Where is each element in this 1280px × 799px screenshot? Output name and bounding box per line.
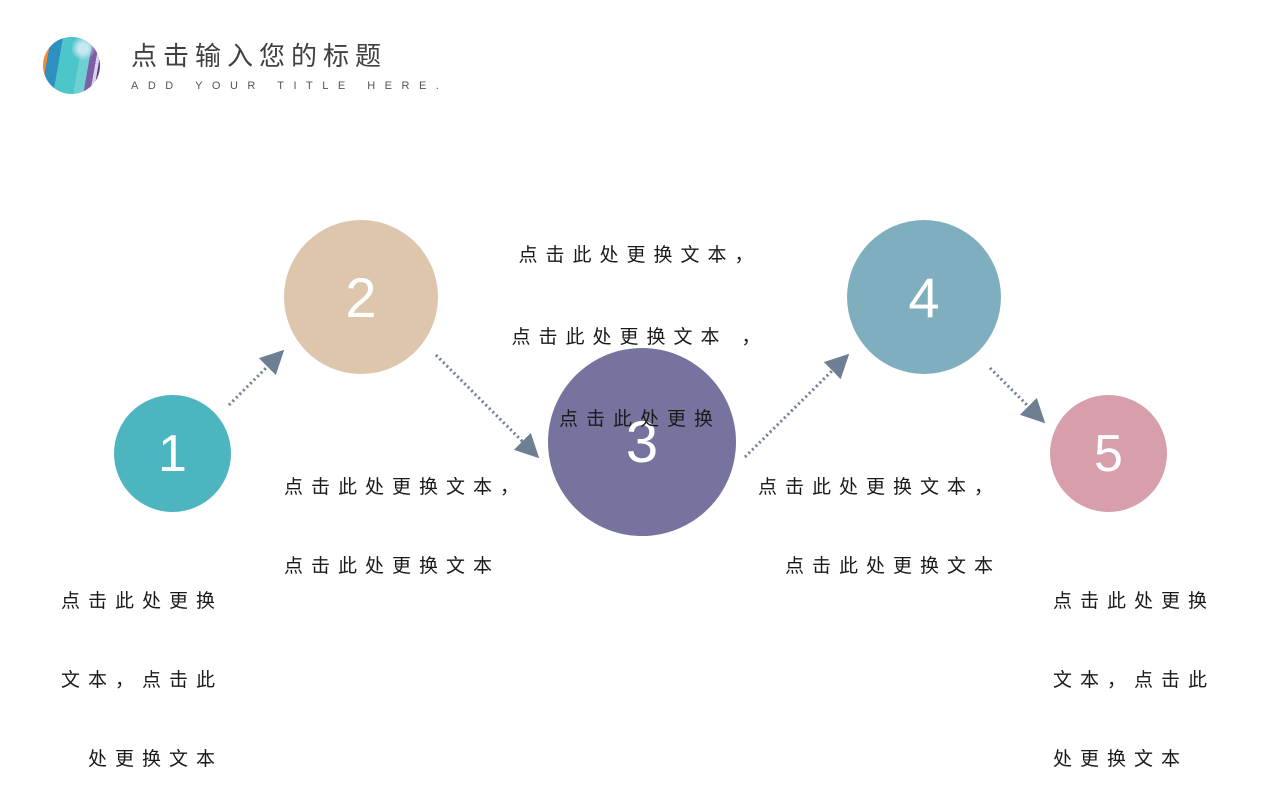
step-1-number: 1 (158, 424, 187, 483)
step-2-number: 2 (345, 265, 377, 329)
arrows (227, 349, 1046, 459)
page-title: 点击输入您的标题 (131, 42, 388, 72)
text-line: 点击此处更换文本， (518, 244, 762, 266)
step-1-text: 点击此处更换 文本，点击此 处更换文本 (40, 540, 223, 799)
text-line: 点击此处更换文本， (757, 476, 1001, 498)
logo-image (43, 37, 100, 94)
step-4-circle: 4 (847, 220, 1001, 374)
step-5-circle: 5 (1050, 395, 1167, 512)
step-3-circle: 3 (548, 348, 736, 536)
text-line: 点击此处更换文本 ， (511, 326, 769, 348)
text-line: 文本，点击此 (1053, 669, 1216, 691)
page-subtitle: ADD YOUR TITLE HERE. (131, 80, 449, 92)
arrow-2-3 (434, 353, 540, 459)
step-3-text: 点击此处更换文本， 点击此处更换文本 ， 点击此处更换 (490, 192, 790, 460)
text-line: 点击此处更换文本 (284, 555, 501, 577)
text-line: 点击此处更换 (60, 590, 223, 612)
step-2-circle: 2 (284, 220, 438, 374)
step-4-text: 点击此处更换文本， 点击此处更换文本 (700, 426, 1001, 606)
step-2-text: 点击此处更换文本， 点击此处更换文本 (284, 426, 527, 606)
arrow-3-4 (743, 353, 850, 459)
arrow-4-5 (988, 366, 1046, 424)
text-line: 处更换文本 (87, 748, 223, 770)
text-line: 点击此处更换 (1053, 590, 1216, 612)
text-line: 处更换文本 (1053, 748, 1189, 770)
step-5-text: 点击此处更换 文本，点击此 处更换文本 (1053, 540, 1215, 799)
text-line: 文本，点击此 (60, 669, 223, 691)
arrow-1-2 (227, 349, 285, 407)
step-4-number: 4 (908, 265, 940, 329)
step-5-number: 5 (1094, 424, 1123, 483)
text-line: 点击此处更换文本， (284, 476, 528, 498)
text-line: 点击此处更换文本 (784, 555, 1001, 577)
step-1-circle: 1 (114, 395, 231, 512)
step-3-number: 3 (625, 409, 659, 475)
text-line: 点击此处更换 (558, 408, 721, 430)
